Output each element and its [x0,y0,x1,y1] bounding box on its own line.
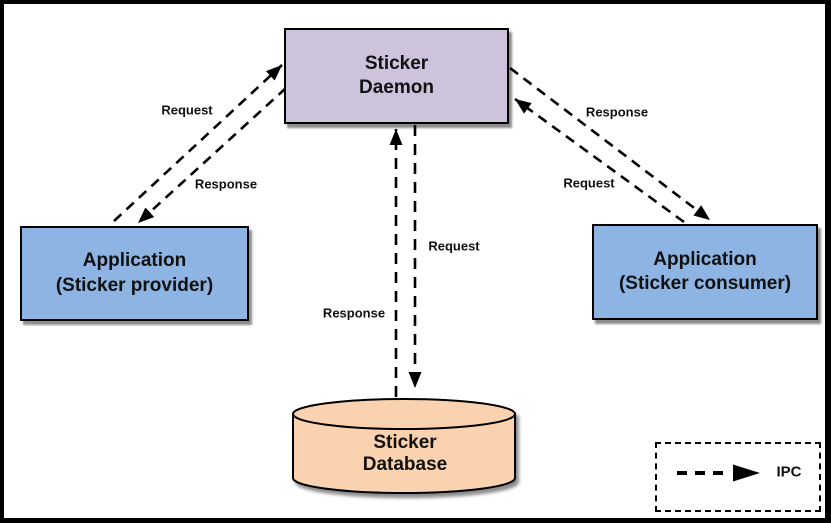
node-sticker-database-label: Sticker Database [362,432,448,475]
edge-label-consumer-request: Request [563,175,615,191]
legend-box [655,442,821,512]
node-application-sticker-provider: Application (Sticker provider) [20,226,249,321]
edge-provider-to-daemon-request [113,64,283,222]
database-cylinder-top [292,398,516,430]
edge-label-consumer-response: Response [585,104,649,120]
edge-label-provider-response: Response [194,176,258,192]
node-sticker-database-shape [292,398,516,494]
edge-label-database-response: Response [322,305,386,321]
database-cylinder-body [292,413,516,494]
edge-daemon-to-consumer-response [509,66,711,222]
legend-ipc-label: IPC [776,463,802,481]
legend-ipc-arrowhead [733,464,760,482]
edge-label-provider-request: Request [161,102,213,118]
edge-consumer-to-daemon-request [514,97,685,224]
node-sticker-daemon: Sticker Daemon [284,28,509,124]
node-application-sticker-consumer: Application (Sticker consumer) [592,224,818,320]
edge-label-database-request: Request [428,238,480,254]
